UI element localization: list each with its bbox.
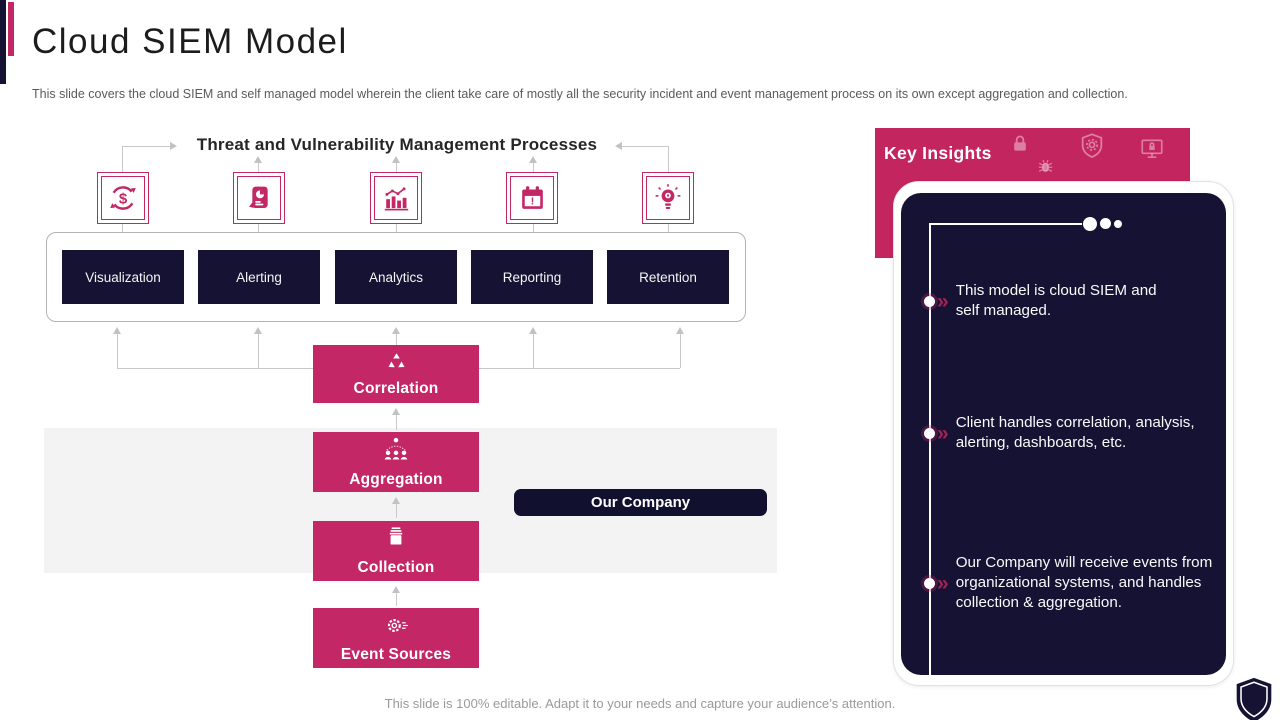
- process-icon-cell: [370, 172, 422, 224]
- bullet-dot: [924, 295, 935, 307]
- slide-subtitle: This slide covers the cloud SIEM and sel…: [32, 87, 1128, 101]
- insight-text: Our Company will receive events from org…: [955, 554, 1213, 611]
- connector-line: [533, 334, 534, 368]
- recycle-icon: [386, 351, 407, 377]
- chevron-marker: »: [937, 289, 949, 313]
- decorative-dot: [1083, 217, 1097, 231]
- connector-line: [396, 163, 397, 172]
- flow-box-label: Correlation: [353, 379, 439, 397]
- monitor-lock-icon: [1138, 136, 1166, 167]
- arrowhead-up: [392, 408, 400, 415]
- card-top-line: [930, 223, 1082, 225]
- connector-line: [533, 163, 534, 172]
- archive-box-icon: [383, 525, 409, 556]
- report-icon: [237, 176, 281, 220]
- calendar-alert-icon: !: [510, 176, 554, 220]
- accent-bar-pink: [8, 2, 14, 56]
- connector-line: [533, 224, 534, 232]
- insight-text: This model is cloud SIEM and self manage…: [955, 282, 1157, 319]
- process-box-visualization: Visualization: [62, 250, 184, 304]
- idea-icon: [646, 176, 690, 220]
- bullet-dot: [924, 577, 935, 589]
- connector-line: [396, 415, 397, 430]
- connector-line: [117, 334, 118, 368]
- decorative-dot: [1100, 218, 1111, 229]
- process-box-analytics: Analytics: [335, 250, 457, 304]
- connector-line: [258, 334, 259, 368]
- arrowhead-left: [615, 142, 622, 150]
- flow-box-label: Aggregation: [349, 470, 443, 488]
- svg-text:!: !: [530, 196, 533, 207]
- process-icon-cell: $: [97, 172, 149, 224]
- svg-text:$: $: [119, 190, 128, 207]
- arrowhead-up: [392, 327, 400, 334]
- arrowhead-up: [392, 586, 400, 593]
- process-icon-cell: [642, 172, 694, 224]
- our-company-box: Our Company: [514, 489, 767, 516]
- bullet-dot: [924, 427, 935, 439]
- insight-item: » Our Company will receive events from o…: [920, 553, 1222, 613]
- gear-icon: [383, 613, 410, 643]
- connector-line: [258, 163, 259, 172]
- key-insights-title: Key Insights: [884, 143, 992, 163]
- process-box-alerting: Alerting: [198, 250, 320, 304]
- arrowhead-up: [113, 327, 121, 334]
- insight-text: Client handles correlation, analysis, al…: [955, 414, 1195, 451]
- connector-line: [680, 334, 681, 368]
- connector-line: [396, 504, 397, 518]
- process-box-reporting: Reporting: [471, 250, 593, 304]
- accent-bar-navy: [0, 0, 6, 84]
- footer-note: This slide is 100% editable. Adapt it to…: [384, 696, 896, 711]
- key-insights-card: [901, 193, 1226, 675]
- diagram-heading: Threat and Vulnerability Management Proc…: [196, 135, 598, 154]
- shield-logo-icon: [1232, 676, 1276, 720]
- hierarchy-icon: [380, 436, 412, 468]
- process-box-retention: Retention: [607, 250, 729, 304]
- lock-icon: [1010, 134, 1030, 159]
- arrowhead-up: [392, 156, 400, 163]
- arrowhead-up: [254, 156, 262, 163]
- process-icon-cell: !: [506, 172, 558, 224]
- connector-line: [396, 224, 397, 232]
- decorative-dot: [1114, 220, 1122, 228]
- connector-line: [122, 146, 123, 172]
- chevron-marker: »: [937, 421, 949, 445]
- flow-box-collection: Collection: [313, 521, 479, 581]
- arrowhead-up: [529, 327, 537, 334]
- insight-item: » This model is cloud SIEM and self mana…: [920, 281, 1178, 321]
- arrowhead-up: [254, 327, 262, 334]
- insight-item: » Client handles correlation, analysis, …: [920, 413, 1222, 453]
- connector-line: [396, 593, 397, 606]
- connector-line: [122, 224, 123, 232]
- flow-box-aggregation: Aggregation: [313, 432, 479, 492]
- process-icon-cell: [233, 172, 285, 224]
- connector-line: [258, 224, 259, 232]
- connector-line: [668, 224, 669, 232]
- arrowhead-up: [676, 327, 684, 334]
- cost-cycle-icon: $: [101, 176, 145, 220]
- flow-box-event-sources: Event Sources: [313, 608, 479, 668]
- analytics-icon: [374, 176, 418, 220]
- connector-line: [668, 146, 669, 172]
- flow-box-label: Collection: [357, 559, 435, 576]
- arrowhead-up: [529, 156, 537, 163]
- connector-line: [122, 145, 170, 147]
- chevron-marker: »: [937, 571, 949, 595]
- connector-line: [622, 145, 669, 147]
- arrowhead-right: [170, 142, 177, 150]
- flow-box-label: Event Sources: [340, 645, 452, 663]
- arrowhead-up: [392, 497, 400, 504]
- card-vertical-line: [929, 223, 931, 675]
- flow-box-correlation: Correlation: [313, 345, 479, 403]
- bug-icon: [1036, 157, 1055, 181]
- shield-gear-icon: [1078, 132, 1106, 165]
- page-title: Cloud SIEM Model: [32, 22, 348, 61]
